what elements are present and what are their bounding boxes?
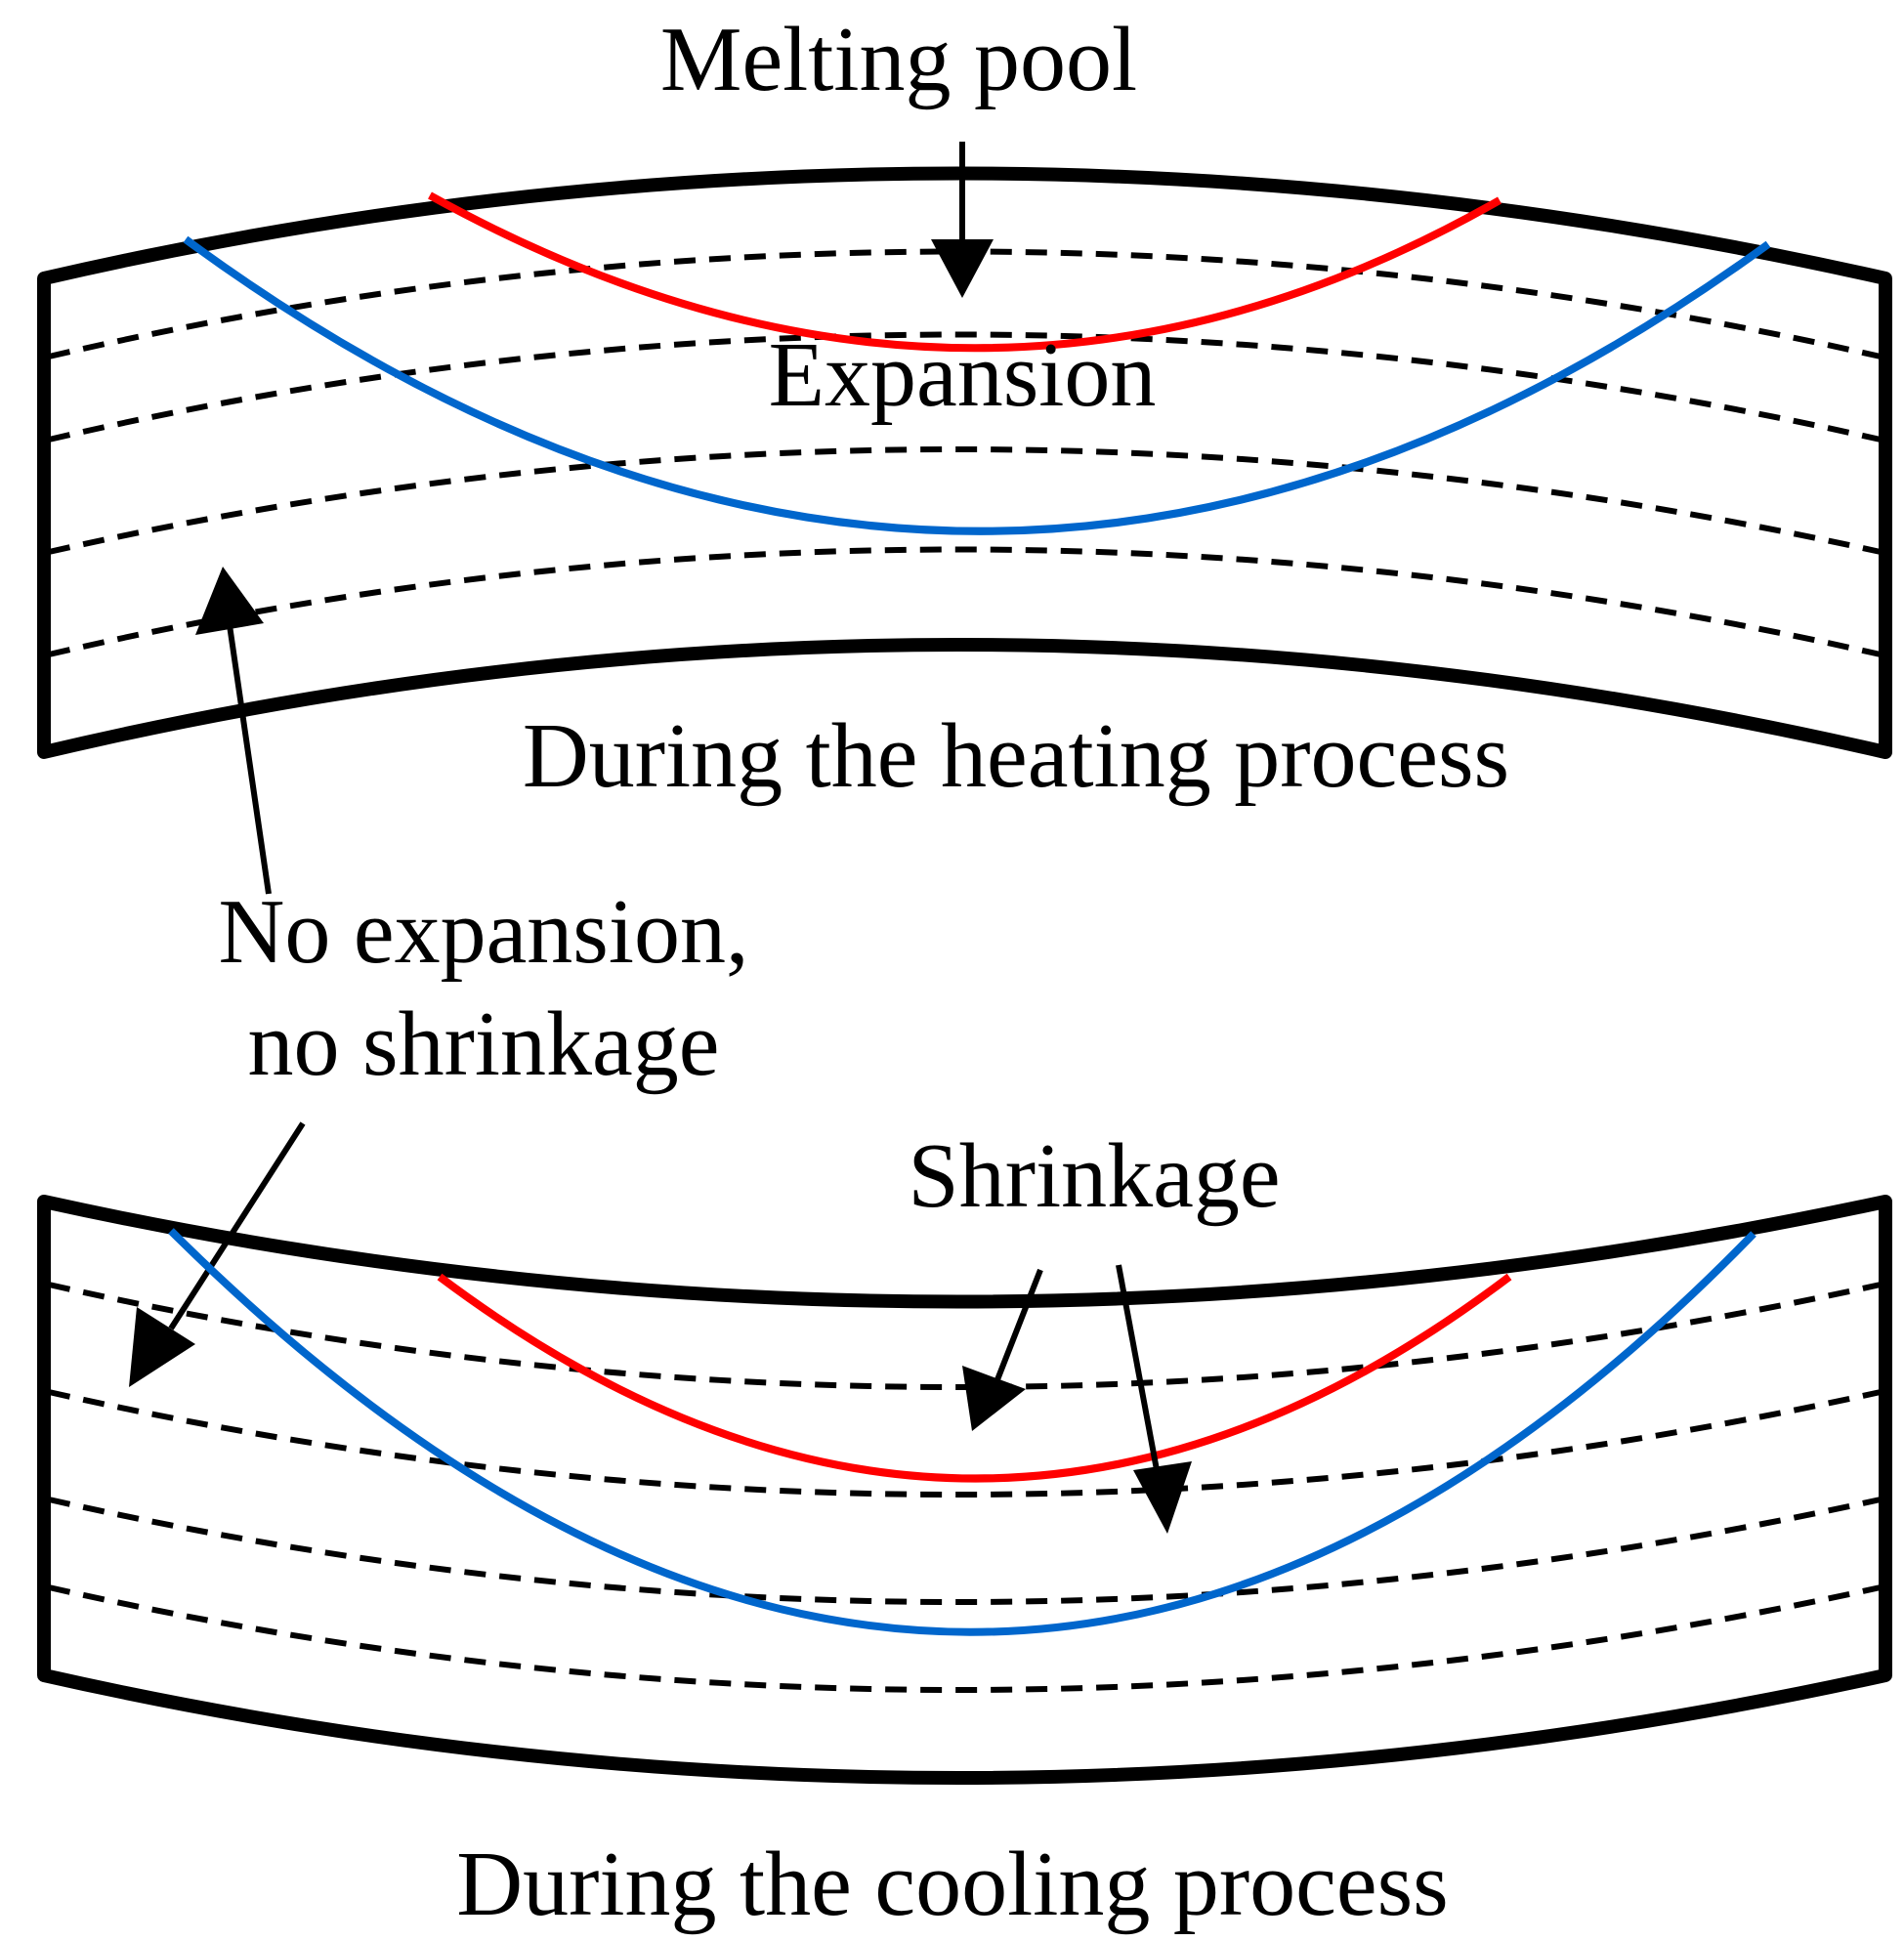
no-change-label-line2: no shrinkage [248, 993, 720, 1095]
cooling-panel: Shrinkage During the cooling process [37, 1125, 1892, 1935]
shrinkage-arrow-1-head [962, 1366, 1026, 1431]
heating-melting-pool-curve [428, 191, 1502, 353]
cooling-layer-line-3 [48, 1497, 1882, 1605]
shrinkage-label: Shrinkage [908, 1125, 1280, 1227]
heating-layer-line-4 [48, 546, 1882, 657]
cooling-layer-line-4 [48, 1584, 1882, 1693]
shrinkage-arrow-1-shaft [994, 1268, 1043, 1384]
no-change-label-line1: No expansion, [218, 881, 748, 983]
shrinkage-arrow-2-head [1133, 1461, 1192, 1534]
heating-plate-outline [37, 166, 1892, 759]
shrinkage-arrow-2-shaft [1116, 1264, 1161, 1476]
melting-pool-arrow-head [931, 239, 994, 298]
cooling-layer-line-1 [48, 1282, 1882, 1390]
no-change-arrow-up-head [195, 567, 264, 635]
melting-pool-label: Melting pool [660, 9, 1137, 110]
cooling-layer-line-2 [48, 1389, 1882, 1498]
cooling-melting-pool-curve [437, 1273, 1512, 1483]
cooling-caption: During the cooling process [456, 1834, 1449, 1935]
cooling-affected-zone-curve [168, 1228, 1756, 1636]
no-change-arrow-down-head [129, 1307, 195, 1387]
no-change-arrow-down-shaft [168, 1121, 306, 1330]
heating-layer-line-2 [48, 331, 1882, 443]
heating-layer-line-3 [48, 446, 1882, 555]
no-change-annotation: No expansion, no shrinkage [129, 567, 749, 1387]
no-change-arrow-up-shaft [227, 624, 272, 895]
heating-panel: Melting pool Expansion During the heatin… [37, 9, 1892, 807]
expansion-label: Expansion [769, 324, 1157, 426]
heating-affected-zone-curve [183, 235, 1771, 535]
cooling-plate-outline [37, 1195, 1892, 1785]
heating-caption: During the heating process [523, 705, 1509, 807]
